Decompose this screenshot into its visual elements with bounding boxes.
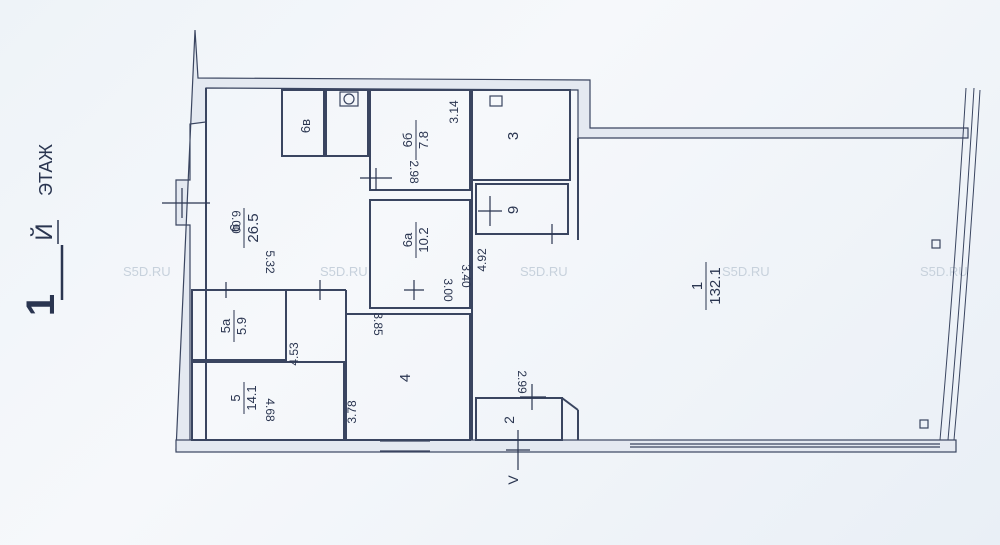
dim-3-14: 3.14: [447, 100, 461, 124]
watermark-4: S5D.RU: [722, 264, 770, 279]
column-marker-1: [931, 239, 941, 249]
room-6-area: 26.5: [245, 213, 262, 242]
watermark-2: S5D.RU: [320, 264, 368, 279]
room-5-area: 14.1: [244, 385, 259, 410]
glass-facade: [919, 87, 981, 441]
room-6-label: 6: [227, 224, 244, 232]
room-6v-walls: [281, 89, 325, 157]
room-6a-label: 6а: [400, 232, 415, 247]
room-3-label: 3: [505, 132, 522, 140]
room-3-fixture: [489, 95, 503, 107]
room-4-walls: [345, 313, 471, 441]
dim-4-53: 4.53: [287, 342, 301, 366]
sink-symbol: [339, 91, 359, 107]
column-marker-2: [919, 419, 929, 429]
room-5-label: 5: [228, 394, 243, 401]
dim-3-78: 3.78: [345, 400, 359, 424]
door-markers: [162, 168, 553, 470]
room-6a-walls: [369, 199, 471, 309]
dim-3-40: 3.40: [459, 264, 473, 288]
partitions: [191, 88, 579, 441]
floor-suffix: Й: [30, 223, 58, 240]
dim-4-68: 4.68: [263, 398, 277, 422]
room-4-label: 4: [397, 374, 414, 382]
room-3-walls: [471, 89, 571, 181]
room-1-label: 1: [689, 282, 706, 290]
dim-3-00: 3.00: [441, 278, 455, 302]
dim-3-85: 3.85: [371, 312, 385, 336]
dim-6-00: 6.00: [229, 210, 243, 234]
room-5-walls: [191, 361, 345, 441]
room-2-label: 2: [501, 416, 517, 424]
room-5a-walls: [191, 289, 287, 361]
left-wall: [175, 29, 969, 451]
room-2-walls: [475, 397, 563, 441]
room-6a-area: 10.2: [416, 227, 431, 252]
outer-walls: [175, 29, 969, 453]
room-9-label: 9: [505, 206, 522, 214]
dim-5-32: 5.32: [263, 250, 277, 274]
room-5a-area: 5.9: [234, 317, 249, 335]
room-6v-label: 6в: [298, 119, 313, 133]
floor-number: 1: [19, 294, 63, 316]
dimension-labels: 6.00 5.32 2.98 3.14 3.40 3.00 4.92 3.85 …: [229, 100, 529, 424]
watermark-3: S5D.RU: [520, 264, 568, 279]
watermark-5: S5D.RU: [920, 264, 968, 279]
floor-word: ЭТАЖ: [36, 144, 56, 196]
watermarks: S5D.RU S5D.RU S5D.RU S5D.RU S5D.RU: [123, 264, 968, 279]
watermark-1: S5D.RU: [123, 264, 171, 279]
dim-2-98: 2.98: [407, 160, 421, 184]
room-6b-walls: [369, 89, 471, 191]
room-5a-label: 5а: [218, 318, 233, 333]
room-labels: 6в 6б 7.8 3 6 26.5 6а 10.2 9 1 132.1 5а …: [218, 119, 724, 424]
dim-2-99: 2.99: [515, 370, 529, 394]
room-6b-label: 6б: [400, 133, 415, 148]
bottom-wall: [175, 439, 957, 453]
room-6b-area: 7.8: [416, 131, 431, 149]
toilet-symbol: [343, 93, 355, 105]
floor-title: 1 Й ЭТАЖ: [19, 144, 64, 316]
room-1-area: 132.1: [707, 267, 724, 305]
wc-walls: [325, 89, 369, 157]
axis-marker: V: [505, 475, 521, 485]
room-9-walls: [475, 183, 569, 235]
dim-4-92: 4.92: [475, 248, 489, 272]
